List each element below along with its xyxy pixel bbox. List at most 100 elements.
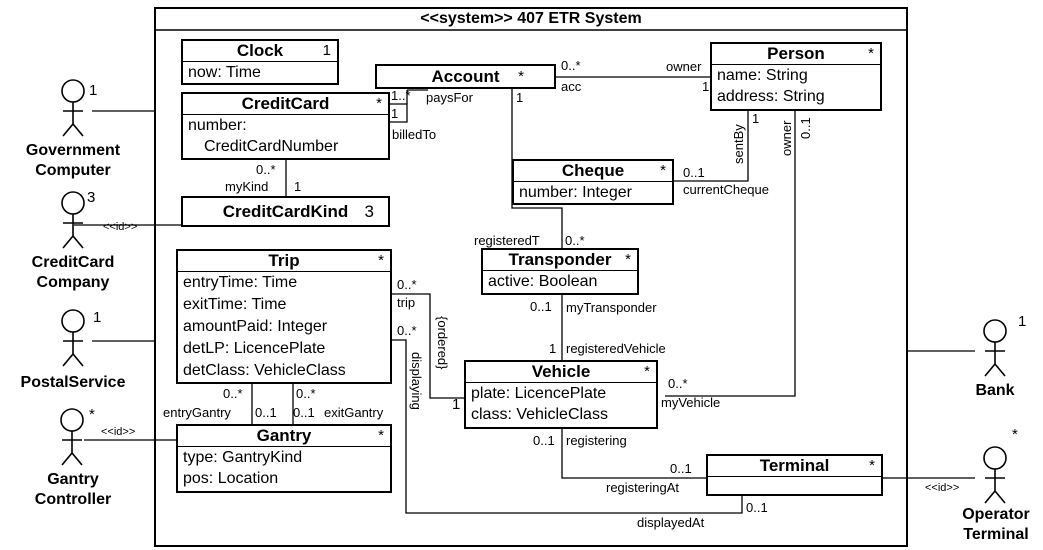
actor-operator-mult: * [1012, 426, 1018, 443]
class-trip-name: Trip [268, 251, 300, 270]
class-creditcardkind-header: CreditCardKind 3 [183, 198, 388, 225]
class-clock-attr: now: Time [188, 64, 261, 81]
class-transponder-name: Transponder [508, 250, 612, 269]
class-person-name: Person [767, 44, 825, 63]
class-gantry-name: Gantry [256, 426, 312, 445]
class-cheque-header: Cheque * [514, 161, 672, 182]
label-entryGantry: entryGantry [163, 405, 231, 420]
label-acc-person-one: 1 [702, 79, 710, 94]
label-cc-id: <<id>> [103, 221, 138, 233]
class-trip-header: Trip * [178, 251, 390, 272]
label-exit-many: 0..* [296, 386, 316, 401]
class-vehicle: Vehicle * plate: LicencePlate class: Veh… [464, 360, 658, 429]
class-cheque-attr: number: Integer [519, 184, 632, 201]
class-cheque-name: Cheque [561, 161, 625, 180]
class-gantry-mult: * [378, 427, 384, 444]
class-trip-attr: amountPaid: Integer [183, 318, 328, 335]
label-registeringAt: registeringAt [606, 480, 679, 495]
label-displaying: displaying [409, 352, 424, 410]
actor-gantryctl-mult: * [89, 406, 95, 423]
label-cc-mult: 1..* [391, 88, 411, 103]
class-trip: Trip * entryTime: Time exitTime: Time am… [176, 249, 392, 384]
actor-bank-name: Bank [975, 382, 1015, 399]
label-cc-one: 1 [391, 106, 399, 121]
class-account-name: Account [431, 67, 500, 86]
label-owner-vehicle-mult: 0..1 [798, 117, 813, 139]
actor-creditcardco-figure [61, 191, 85, 249]
label-myTransponder: myTransponder [566, 300, 657, 315]
label-registeredT: registeredT [474, 233, 540, 248]
class-creditcard: CreditCard * number: CreditCardNumber [181, 92, 390, 160]
class-vehicle-mult: * [644, 363, 650, 380]
class-trip-attr: exitTime: Time [183, 296, 287, 313]
class-person-mult: * [868, 45, 874, 62]
label-term-reg-mult: 0..1 [670, 461, 692, 476]
class-cheque: Cheque * number: Integer [512, 159, 674, 205]
class-person: Person * name: String address: String [710, 42, 882, 111]
label-sentBy-one: 1 [752, 111, 760, 126]
label-owner: owner [666, 59, 702, 74]
actor-operator-name: Operator Terminal [962, 506, 1030, 543]
actor-gantryctl-figure [60, 408, 84, 466]
actor-bank-figure [983, 319, 1007, 377]
label-veh-reg-mult: 0..1 [533, 433, 555, 448]
label-acc-one: 1 [516, 90, 524, 105]
class-account-header: Account * [377, 66, 554, 87]
class-vehicle-attr: plate: LicencePlate [471, 385, 607, 402]
label-disp-mult: 0..1 [746, 500, 768, 515]
label-kind-one: 1 [294, 179, 302, 194]
class-cheque-mult: * [660, 162, 666, 179]
label-cheque-mult: 0..1 [683, 165, 705, 180]
class-clock-name: Clock [236, 41, 284, 60]
label-currentCheque: currentCheque [683, 182, 769, 197]
actor-operator-figure [983, 446, 1007, 504]
class-clock: Clock 1 now: Time [181, 39, 339, 85]
class-creditcardkind: CreditCardKind 3 [181, 196, 390, 227]
class-person-header: Person * [712, 44, 880, 65]
actor-government-figure [61, 79, 85, 137]
class-terminal: Terminal * [706, 454, 883, 496]
actor-gantryctl-name: Gantry Controller [34, 471, 112, 508]
class-trip-attr: detClass: VehicleClass [183, 362, 346, 379]
label-displayedAt: displayedAt [637, 515, 705, 530]
label-registering: registering [566, 433, 627, 448]
system-title: <<system>> 407 ETR System [420, 10, 642, 27]
actor-postal-name: PostalService [20, 374, 126, 391]
class-account-mult: * [518, 68, 524, 85]
class-transponder-header: Transponder * [483, 250, 637, 271]
class-creditcardkind-mult: 3 [364, 202, 374, 221]
label-registeredVehicle: registeredVehicle [566, 341, 666, 356]
label-billedTo: billedTo [392, 127, 437, 142]
label-entry-01: 0..1 [255, 405, 277, 420]
class-trip-mult: * [378, 252, 384, 269]
class-account: Account * [375, 64, 556, 89]
class-vehicle-name: Vehicle [531, 362, 591, 381]
actor-creditcardco-name: CreditCard Company [31, 254, 115, 291]
label-exitGantry: exitGantry [324, 405, 384, 420]
label-trip-many2: 0..* [397, 323, 417, 338]
class-person-attr: address: String [717, 88, 825, 105]
label-entry-many: 0..* [223, 386, 243, 401]
class-gantry-attr: type: GantryKind [183, 449, 303, 466]
class-terminal-header: Terminal * [708, 456, 881, 477]
class-trip-attr: entryTime: Time [183, 274, 298, 291]
class-person-attr: name: String [717, 67, 808, 84]
label-reg-many: 0..* [565, 233, 585, 248]
label-exit-01: 0..1 [293, 405, 315, 420]
label-owner-vehicle: owner [779, 120, 794, 156]
class-vehicle-attr: class: VehicleClass [471, 406, 608, 423]
class-creditcardkind-name: CreditCardKind [222, 202, 349, 221]
class-transponder: Transponder * active: Boolean [481, 248, 639, 295]
label-mytr-mult: 0..1 [530, 299, 552, 314]
actor-government-name: Government Computer [25, 142, 121, 179]
actor-bank-mult: 1 [1018, 313, 1027, 330]
class-creditcard-header: CreditCard * [183, 94, 388, 115]
class-gantry-attr: pos: Location [183, 470, 279, 487]
actor-postal-figure [61, 309, 85, 367]
class-creditcard-attr: number: [188, 117, 247, 134]
class-terminal-name: Terminal [759, 456, 830, 475]
label-myv-mult: 0..* [668, 376, 688, 391]
label-ordered: {ordered} [435, 316, 450, 370]
actor-creditcardco-mult: 3 [87, 189, 96, 206]
